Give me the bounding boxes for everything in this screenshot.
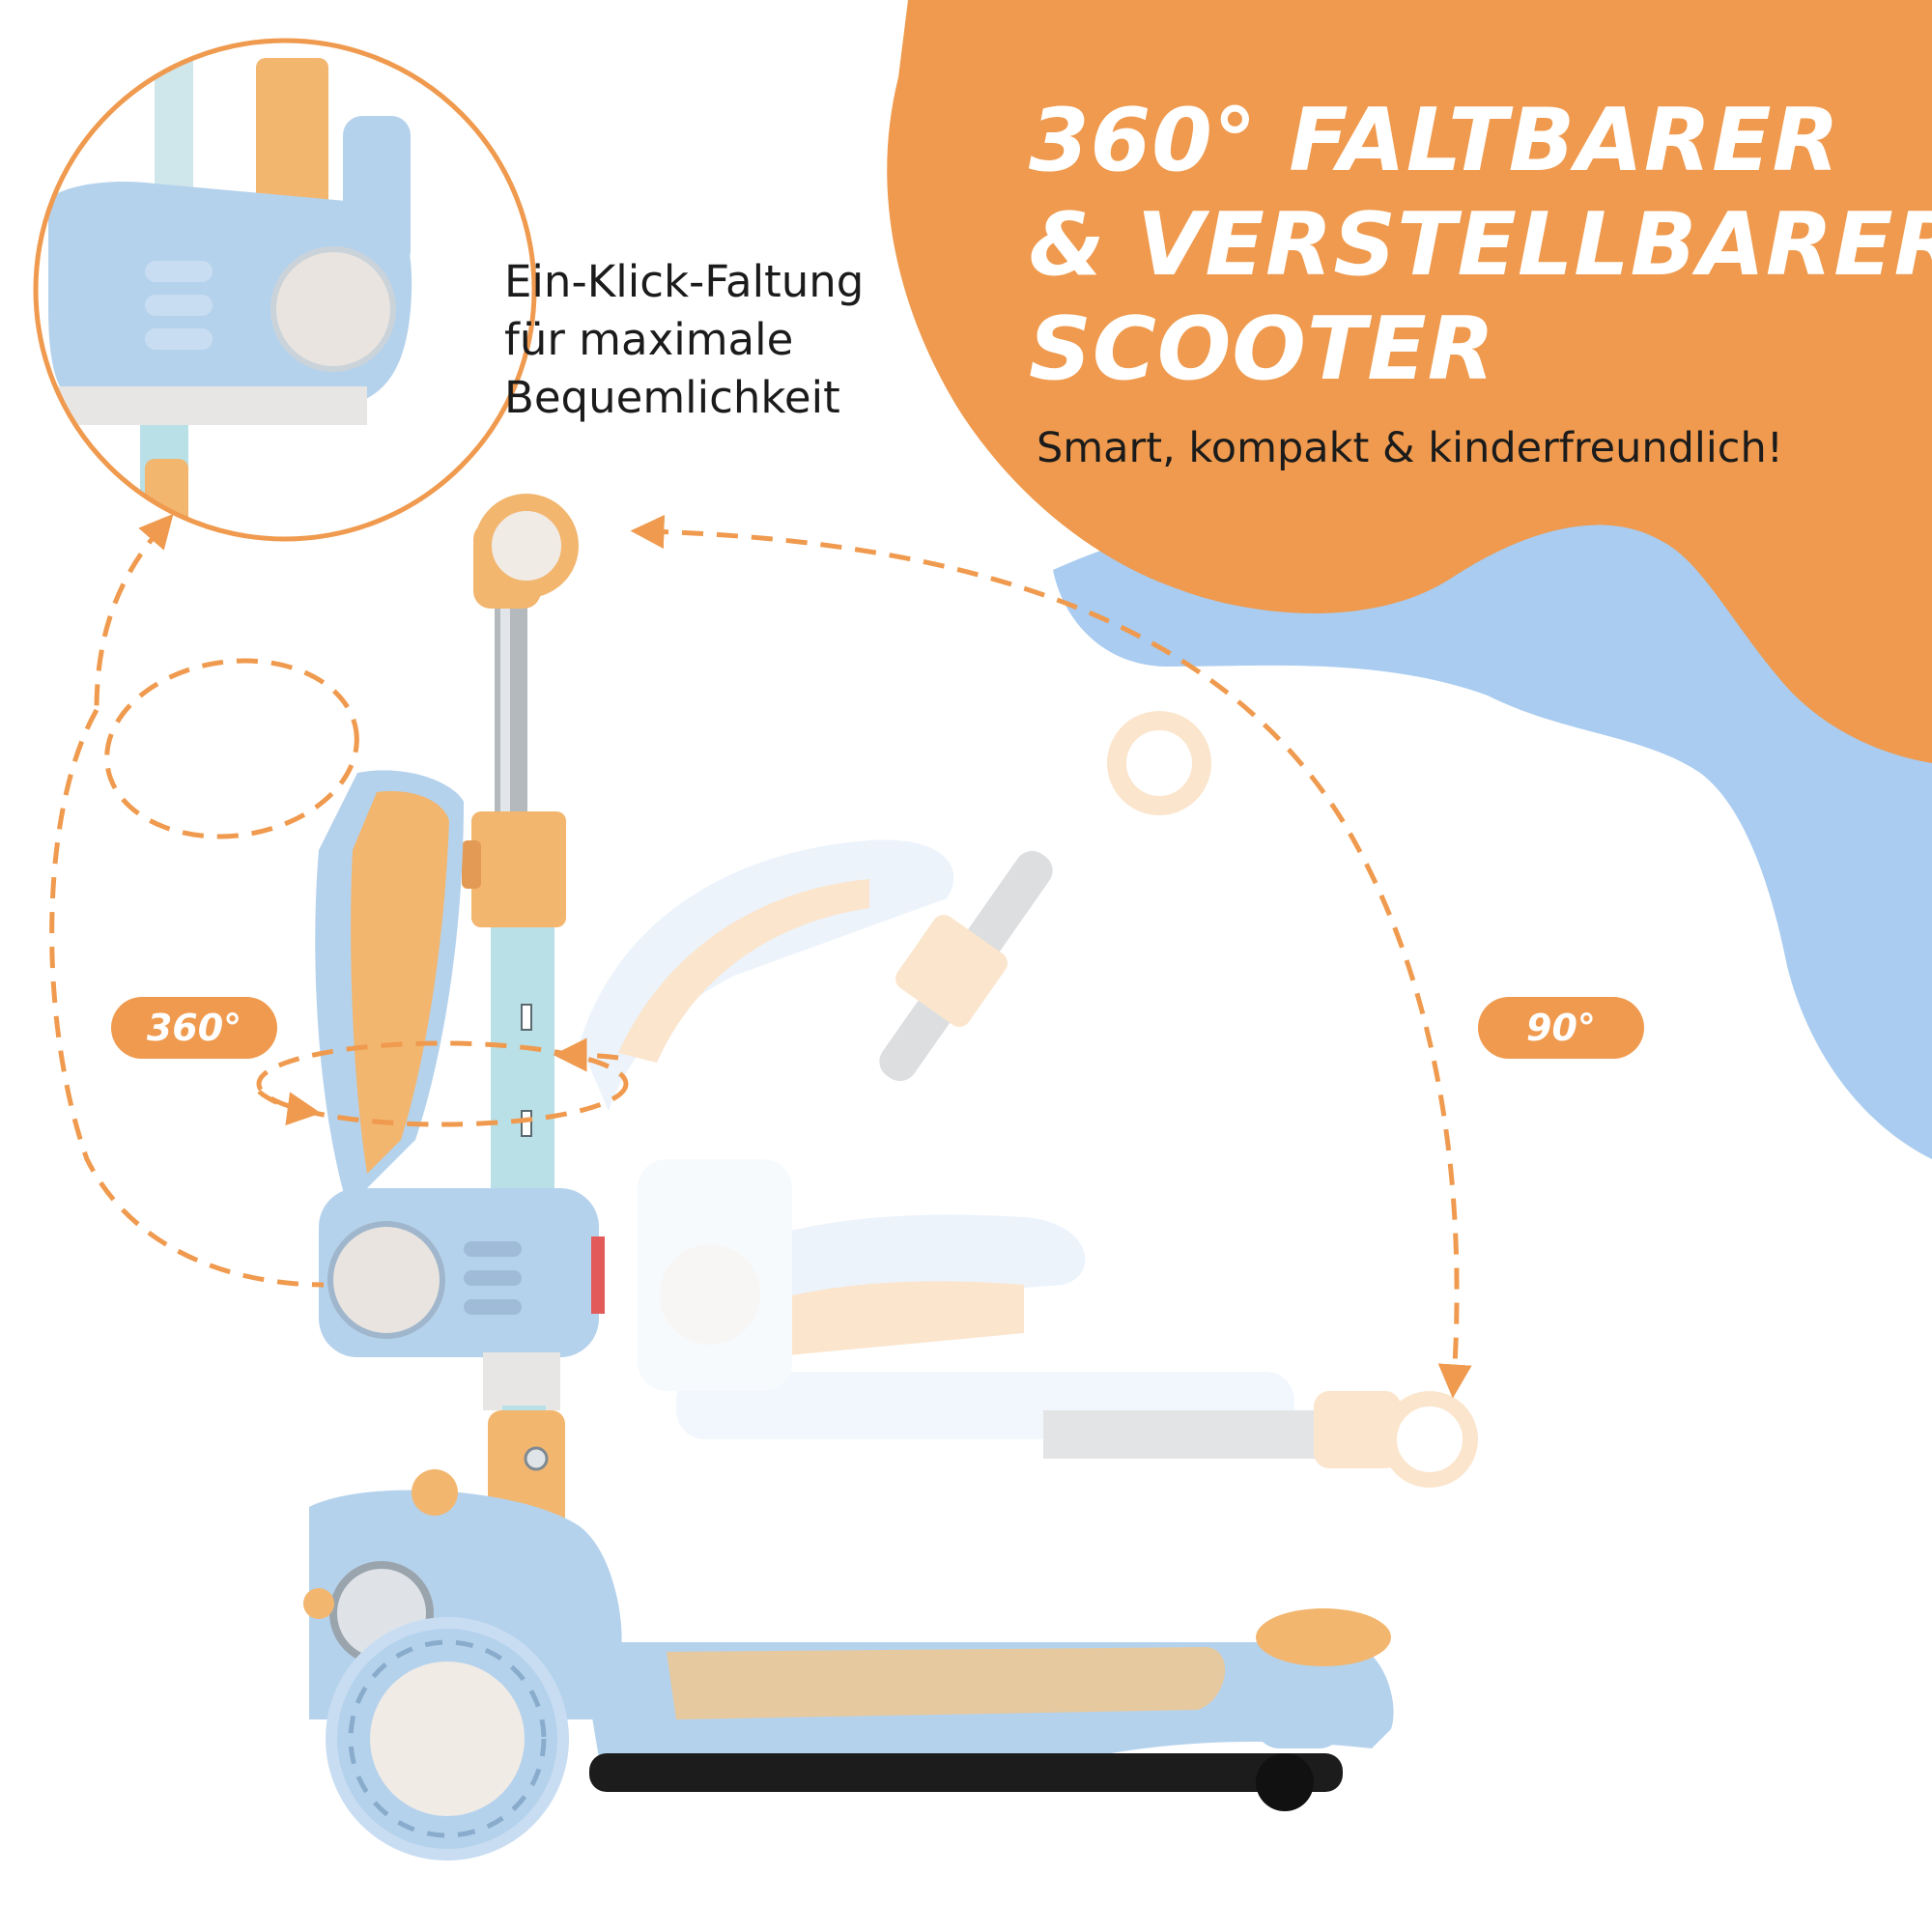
callout-line-3: Bequemlichkeit: [504, 372, 840, 423]
scooter-upright: [303, 494, 1394, 1861]
callout-line-2: für maximale: [504, 314, 794, 365]
tilt-badge: 90°: [1478, 997, 1644, 1059]
zoom-detail: [33, 38, 537, 542]
scooter-folded-ghost: [580, 711, 1478, 1488]
headline-line-3: SCOOTER: [1029, 298, 1496, 400]
subline: Smart, kompakt & kinderfreundlich!: [1037, 424, 1783, 472]
rotation-badge: 360°: [111, 997, 277, 1059]
callout-line-1: Ein-Klick-Faltung: [504, 256, 865, 307]
headline-line-1: 360° FALTBARER: [1029, 90, 1840, 191]
folding-callout: Ein-Klick-Faltung für maximale Bequemlic…: [504, 253, 958, 427]
dashed-arrow-icon: [49, 513, 1472, 1399]
headline: 360° FALTBARER & VERSTELLBARER SCOOTER: [1029, 89, 1932, 402]
headline-line-2: & VERSTELLBARER: [1029, 194, 1932, 296]
